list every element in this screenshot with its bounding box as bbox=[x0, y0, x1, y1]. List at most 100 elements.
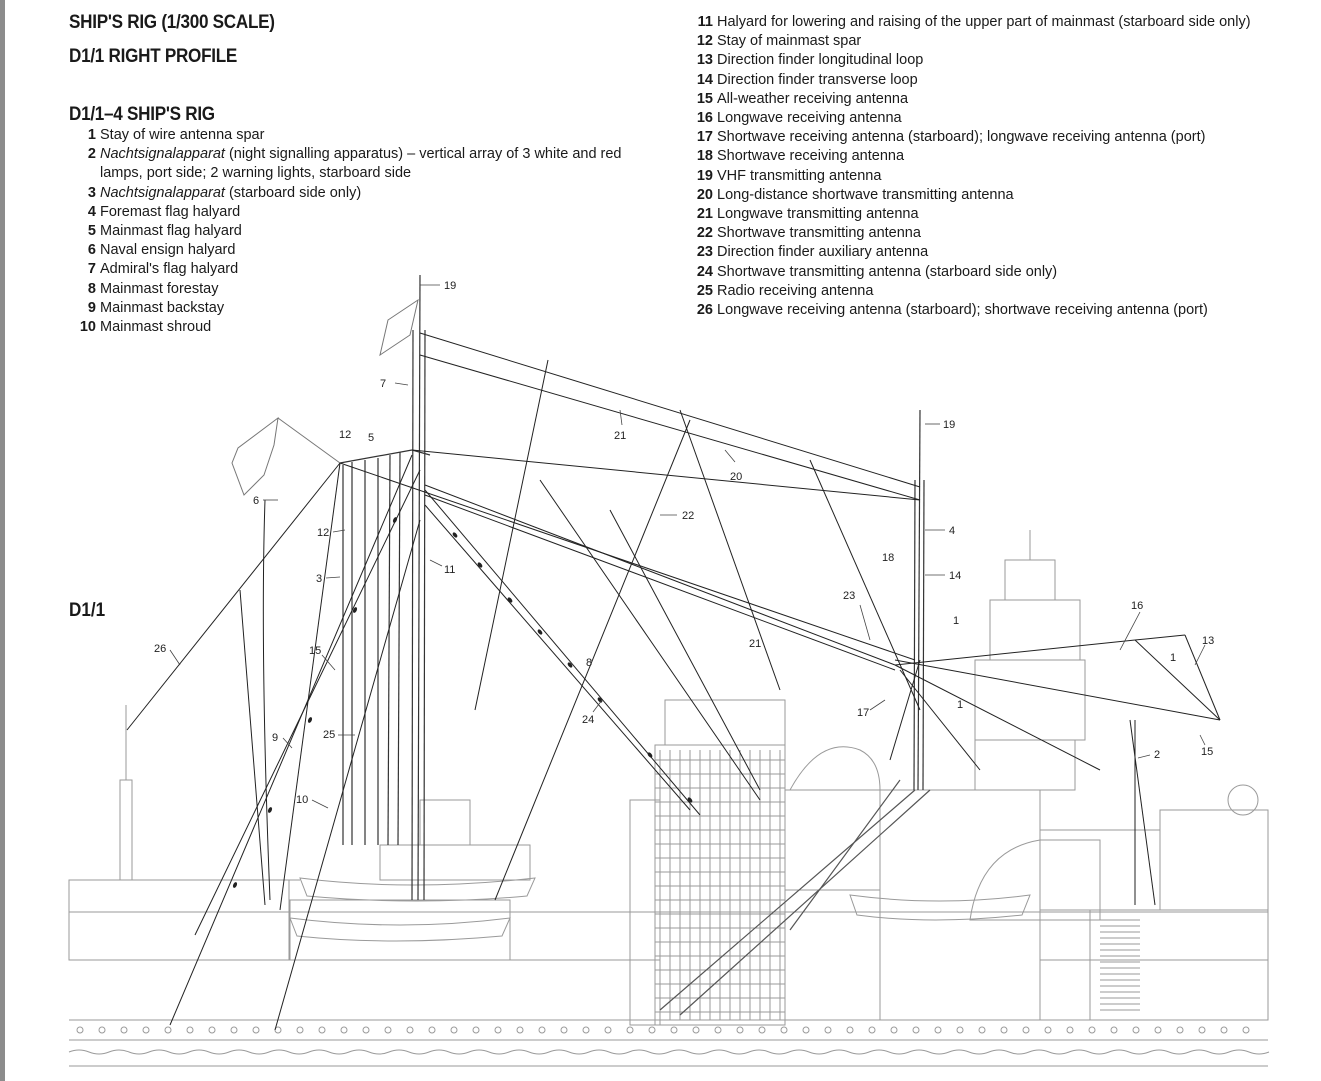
callout-6: 6 bbox=[253, 495, 259, 507]
legend-text-rest: (starboard side only) bbox=[224, 184, 362, 201]
callout-15-aft: 15 bbox=[309, 645, 321, 657]
legend-text: Foremast flag halyard bbox=[100, 203, 241, 220]
callout-1-top: 1 bbox=[953, 615, 959, 627]
legend-text: Longwave transmitting antenna bbox=[717, 206, 919, 223]
legend-text: Shortwave receiving antenna (starboard);… bbox=[717, 129, 1206, 146]
section-title: D1/1–4 SHIP'S RIG bbox=[69, 104, 215, 125]
flags bbox=[231, 298, 419, 496]
page-edge-bar bbox=[0, 0, 5, 1081]
legend-number: 13 bbox=[696, 52, 713, 69]
legend-number: 6 bbox=[87, 242, 96, 259]
legend-number: 17 bbox=[696, 129, 713, 146]
legend-text: VHF transmitting antenna bbox=[717, 167, 882, 184]
masts bbox=[339, 274, 925, 901]
legend-number: 16 bbox=[696, 110, 713, 127]
legend-number: 26 bbox=[696, 302, 713, 319]
callout-17: 17 bbox=[857, 707, 869, 719]
legend-number: 14 bbox=[696, 71, 713, 88]
legend-number: 24 bbox=[696, 263, 713, 280]
legend-text: Radio receiving antenna bbox=[717, 282, 874, 299]
rigging-wires bbox=[126, 332, 1221, 1031]
callout-10: 10 bbox=[296, 794, 308, 806]
callout-7: 7 bbox=[380, 378, 386, 390]
callout-8: 8 bbox=[586, 657, 592, 669]
callout-5: 5 bbox=[368, 432, 374, 444]
callout-20: 20 bbox=[730, 471, 742, 483]
legend-text: Naval ensign halyard bbox=[100, 242, 236, 259]
legend-text: Admiral's flag halyard bbox=[100, 261, 239, 278]
legend-text: Stay of mainmast spar bbox=[717, 33, 862, 50]
legend-text: Shortwave transmitting antenna bbox=[717, 225, 921, 242]
legend-text: Longwave receiving antenna (starboard); … bbox=[717, 302, 1208, 319]
callout-11: 11 bbox=[444, 564, 455, 576]
callout-14: 14 bbox=[949, 570, 961, 582]
callout-12-top: 12 bbox=[339, 429, 351, 441]
callout-1-low: 1 bbox=[957, 699, 963, 711]
legend-number: 19 bbox=[696, 167, 713, 184]
legend-number: 3 bbox=[87, 184, 96, 201]
legend-number: 1 bbox=[87, 127, 96, 143]
legend-text: Stay of wire antenna spar bbox=[100, 127, 265, 143]
callout-23: 23 bbox=[843, 590, 855, 602]
legend-number: 12 bbox=[696, 33, 713, 50]
legend-number: 23 bbox=[696, 244, 713, 261]
callout-13: 13 bbox=[1202, 635, 1214, 647]
legend-text: Halyard for lowering and raising of the … bbox=[717, 14, 1251, 30]
callout-1-right: 1 bbox=[1170, 652, 1176, 664]
legend-text: Direction finder longitudinal loop bbox=[717, 52, 924, 69]
legend-text: Direction finder transverse loop bbox=[717, 71, 918, 88]
legend-text: Longwave receiving antenna bbox=[717, 110, 902, 127]
legend-number: 10 bbox=[79, 319, 96, 336]
legend-number: 18 bbox=[696, 148, 713, 165]
legend-number: 11 bbox=[697, 14, 713, 30]
legend-text: Mainmast flag halyard bbox=[100, 223, 242, 240]
callout-25: 25 bbox=[323, 729, 335, 741]
legend-number: 21 bbox=[696, 206, 713, 223]
legend-text-rest: (night signalling apparatus) – vertical … bbox=[100, 146, 622, 182]
legend-text: Mainmast backstay bbox=[100, 299, 225, 316]
callout-19-fore: 19 bbox=[943, 419, 955, 431]
legend-text: Mainmast shroud bbox=[100, 319, 212, 336]
legend-number: 20 bbox=[696, 186, 713, 203]
legend-number: 25 bbox=[696, 282, 713, 299]
legend-text-italic: Nachtsignalapparat bbox=[100, 184, 225, 201]
callout-24: 24 bbox=[582, 714, 594, 726]
callout-19-main: 19 bbox=[444, 280, 456, 292]
callout-4: 4 bbox=[949, 525, 955, 537]
legend-number: 4 bbox=[87, 203, 96, 220]
legend-text: Shortwave receiving antenna bbox=[717, 148, 905, 165]
legend-text: Shortwave transmitting antenna (starboar… bbox=[717, 263, 1058, 280]
legend-number: 8 bbox=[87, 280, 96, 297]
callout-3: 3 bbox=[316, 573, 322, 585]
legend-number: 7 bbox=[87, 261, 96, 278]
insulators bbox=[232, 517, 693, 888]
callout-labels: 19 7 12 5 21 20 22 19 6 12 11 3 4 18 14 … bbox=[154, 280, 1214, 806]
legend-text: Long-distance shortwave transmitting ant… bbox=[717, 186, 1014, 203]
callout-22: 22 bbox=[682, 510, 694, 522]
callout-2: 2 bbox=[1154, 749, 1160, 761]
callout-9: 9 bbox=[272, 732, 278, 744]
legend-number: 2 bbox=[87, 146, 96, 163]
legend-text: Nachtsignalapparat (night signalling app… bbox=[96, 145, 660, 183]
legend-text-italic: Nachtsignalapparat bbox=[100, 146, 225, 163]
legend-text: Direction finder auxiliary antenna bbox=[717, 244, 929, 261]
